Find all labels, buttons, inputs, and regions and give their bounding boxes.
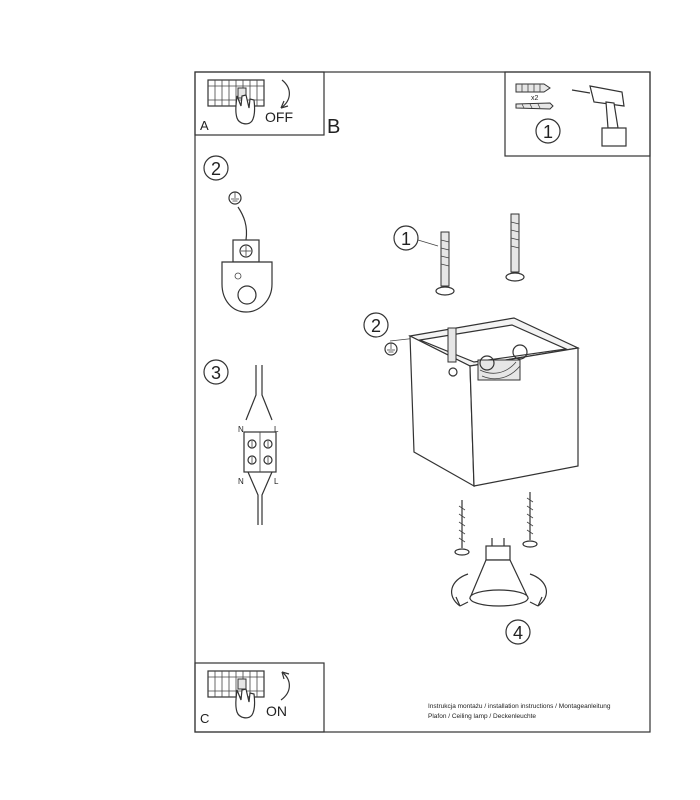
step-2-badge xyxy=(203,155,229,181)
ground-step: 2 xyxy=(203,155,273,313)
label-l-top: L xyxy=(274,425,279,434)
hand-icon xyxy=(235,94,256,125)
mounting-screw-left xyxy=(454,500,470,556)
lamp-housing-cube xyxy=(408,317,581,488)
ground-wire xyxy=(237,206,248,241)
wiring-step: 3 N L N L xyxy=(203,359,279,525)
anchor-plug-right xyxy=(505,213,525,282)
label-n-top: N xyxy=(238,425,244,434)
footer-line-1: Instrukcja montażu / installation instru… xyxy=(428,703,611,710)
gu10-bulb-icon xyxy=(469,538,529,607)
mounting-screw-right xyxy=(522,492,538,548)
step-3-number: 3 xyxy=(211,363,221,383)
anchor-plug-left xyxy=(435,231,455,296)
screw-icon xyxy=(515,102,554,110)
wire-n-in xyxy=(245,365,257,421)
step-2-number: 2 xyxy=(211,159,221,179)
panel-b-letter: B xyxy=(327,116,340,138)
terminal-block-icon xyxy=(243,431,277,473)
label-n-bottom: N xyxy=(238,477,244,486)
on-label: ON xyxy=(266,703,287,719)
multiplier-label: x2 xyxy=(531,95,539,102)
breaker-switch-on-icon xyxy=(207,670,265,698)
drill-panel: x2 1 xyxy=(504,71,651,157)
footer-line-2: Plafon / Ceiling lamp / Deckenleuchte xyxy=(428,713,536,720)
main-step-1-badge xyxy=(393,225,419,251)
panel-c: C ON xyxy=(194,662,325,733)
panel-a-letter: A xyxy=(200,118,209,133)
wire-l-out xyxy=(261,471,273,525)
wire-l-in xyxy=(261,365,273,421)
ground-terminal-icon xyxy=(221,239,273,313)
step-4-badge xyxy=(505,619,531,645)
step-3-badge xyxy=(203,359,229,385)
ground-symbol-icon xyxy=(228,191,242,205)
panel-a: A OFF xyxy=(194,71,325,136)
wall-plug-icon xyxy=(515,83,551,93)
rotate-bulb-arrow-icon xyxy=(451,573,547,607)
off-label: OFF xyxy=(265,109,293,125)
main-step-1-number: 1 xyxy=(401,229,411,249)
main-diagram: 1 2 xyxy=(363,213,581,645)
drill-icon xyxy=(571,85,627,147)
main-step-2-badge xyxy=(363,312,389,338)
hand-icon-c xyxy=(235,688,256,719)
step-1-badge xyxy=(535,118,561,144)
step-1-number: 1 xyxy=(543,122,553,142)
main-ground-symbol-icon xyxy=(384,342,398,356)
panel-c-letter: C xyxy=(200,711,209,726)
rotate-arrow-icon xyxy=(280,79,290,109)
main-step-2-number: 2 xyxy=(371,316,381,336)
outer-frame xyxy=(194,71,651,733)
rotate-arrow-up-icon xyxy=(280,671,290,701)
label-l-bottom: L xyxy=(274,477,279,486)
step-4-number: 4 xyxy=(513,623,523,643)
wire-n-out xyxy=(247,471,259,525)
